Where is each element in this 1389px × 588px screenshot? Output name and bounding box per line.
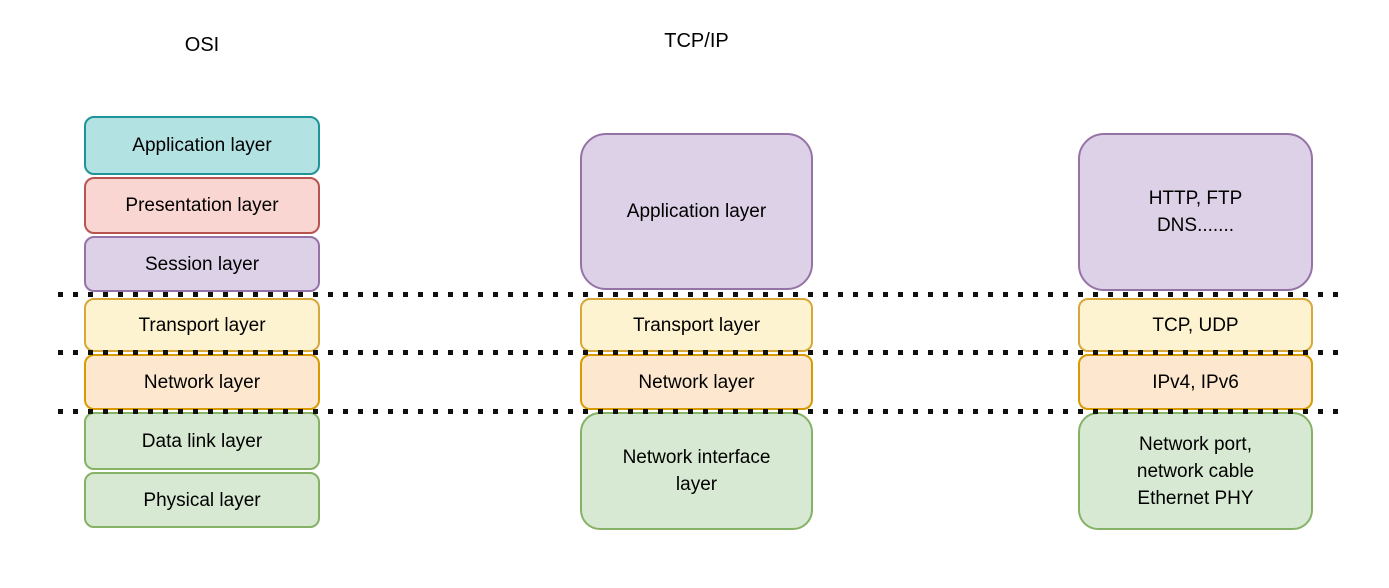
protocol-label-line: Network port, [1139,433,1252,455]
layer-label: Transport layer [138,314,266,336]
layer-label: Application layer [132,135,272,156]
protocol-label-line: TCP, UDP [1152,314,1239,336]
layer-label: Transport layer [632,314,761,336]
osi-layer-box-session: Session layer [84,236,320,292]
layer-label: Physical layer [143,489,261,511]
layer-label: Network interface layer [622,447,771,495]
tcpip-layer-box-network: Network layer [580,354,813,410]
tcpip-layer-box-network-interface: Network interface layer [580,412,813,530]
protocol-label-line: DNS....... [1156,215,1235,236]
protocol-label-line: Ethernet PHY [1137,487,1254,509]
tcpip-layer-box-transport: Transport layer [580,298,813,352]
osi-layer-box-network: Network layer [84,354,320,410]
protocol-box-network-protocols: IPv4, IPv6 [1078,354,1313,410]
dotted-boundary-network-datalink [58,409,1345,414]
osi-layer-box-application: Application layer [84,116,320,175]
osi-column-title: OSI [184,34,220,56]
layer-label: Application layer [626,201,767,222]
protocol-label-line: IPv4, IPv6 [1152,371,1239,393]
protocol-label-line: network cable [1136,460,1255,482]
dotted-boundary-transport-network [58,350,1345,355]
dotted-boundary-session-transport [58,292,1345,297]
layer-label: Session layer [144,253,260,275]
layer-label: Network layer [638,371,755,393]
tcpip-layer-box-application: Application layer [580,133,813,290]
osi-layer-box-transport: Transport layer [84,298,320,352]
protocol-box-application-protocols: HTTP, FTP DNS....... [1078,133,1313,291]
protocol-label-line: HTTP, FTP [1148,188,1243,209]
protocol-box-physical-protocols: Network port, network cable Ethernet PHY [1078,412,1313,530]
osi-layer-box-presentation: Presentation layer [84,177,320,234]
osi-layer-box-physical: Physical layer [84,472,320,528]
layer-label: Data link layer [141,430,263,452]
layer-label: Network layer [143,371,261,393]
osi-layer-box-data-link: Data link layer [84,412,320,470]
protocol-box-transport-protocols: TCP, UDP [1078,298,1313,352]
layer-label: Presentation layer [125,195,279,216]
tcpip-column-title: TCP/IP [664,30,729,52]
